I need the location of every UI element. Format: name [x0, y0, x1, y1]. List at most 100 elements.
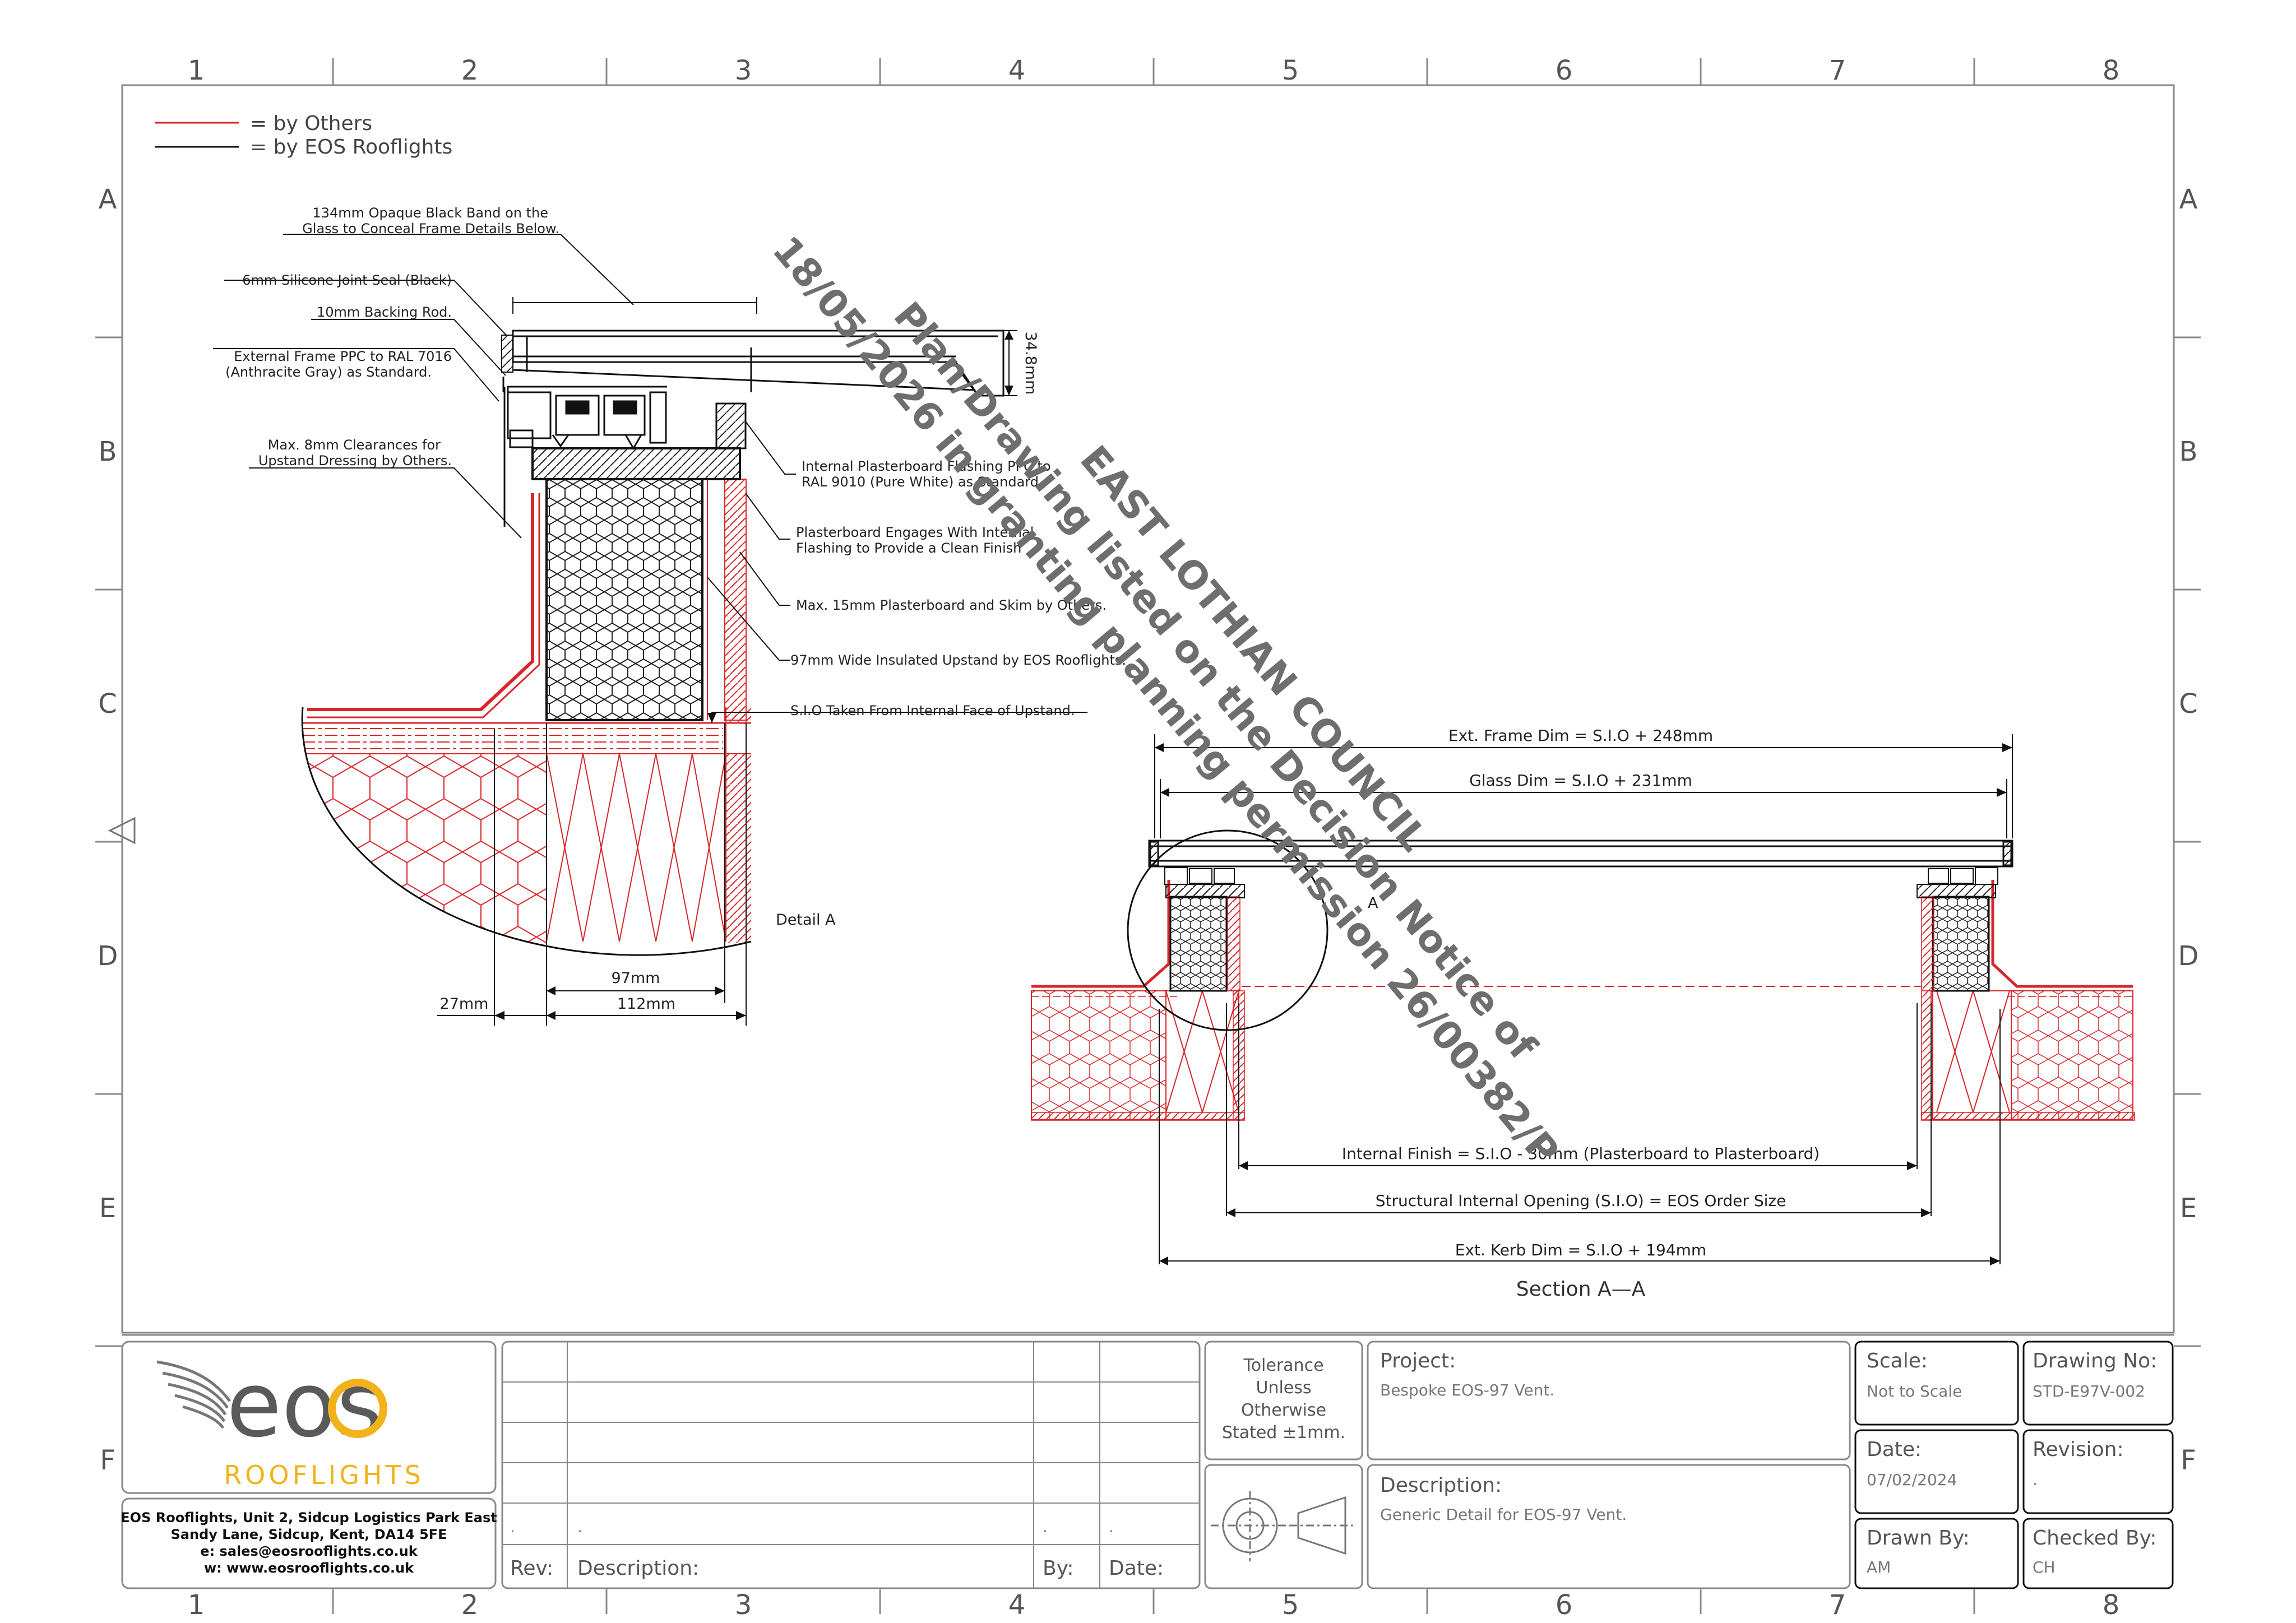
frame-profile [503, 386, 747, 527]
row-marker: A [2179, 184, 2198, 215]
section-frames [1164, 867, 1998, 885]
column-marker: 3 [735, 1589, 752, 1621]
scale-box [1854, 1341, 2019, 1426]
dim-ext-kerb: Ext. Kerb Dim = S.I.O + 194mm [1455, 1241, 1706, 1259]
scale-value: Not to Scale [1867, 1382, 1962, 1401]
description-value: Generic Detail for EOS-97 Vent. [1380, 1505, 1627, 1524]
row-marker: F [2181, 1445, 2196, 1476]
column-marker: 1 [188, 55, 205, 86]
tolerance-box [1204, 1341, 1363, 1460]
revision-value: . [2033, 1471, 2038, 1489]
detail-callout-circle [1127, 829, 1328, 1031]
column-marker: 2 [461, 1589, 479, 1621]
note-sio: S.I.O Taken From Internal Face of Upstan… [790, 703, 1075, 718]
dim-ext-frame: Ext. Frame Dim = S.I.O + 248mm [1448, 726, 1713, 745]
column-marker: 6 [1556, 1589, 1573, 1621]
rev-label: Rev: [510, 1557, 553, 1580]
logo-brand: ROOFLIGHTS [224, 1460, 424, 1490]
column-marker: 8 [2103, 1589, 2120, 1621]
scale-label: Scale: [1867, 1350, 1928, 1372]
dim-sio: Structural Internal Opening (S.I.O) = EO… [1376, 1191, 1786, 1210]
title-block: eos ROOFLIGHTS EOS Rooflights, Unit 2, S… [121, 1341, 2174, 1589]
date-label: Date: [1867, 1438, 1922, 1461]
column-marker: 3 [735, 55, 752, 86]
dim-112mm: 112mm [617, 995, 675, 1013]
address-email[interactable]: e: sales@eosrooflights.co.uk [200, 1543, 418, 1559]
rev-row-dot: . [510, 1518, 515, 1536]
column-marker: 5 [1282, 55, 1299, 86]
column-marker: 4 [1008, 55, 1026, 86]
detail-a-label: Detail A [776, 911, 836, 929]
plasterboard [724, 479, 747, 721]
rev-row-dot: . [1109, 1518, 1114, 1536]
section-membrane-right [1991, 880, 2133, 988]
row-marker: C [2179, 688, 2198, 720]
drawing-no-label: Drawing No: [2033, 1350, 2157, 1372]
detail-a: 34.8mm 97mm 112mm 27mm Detail A [213, 205, 1126, 1026]
logo-box [121, 1341, 497, 1494]
section-a-a: A Ext. Frame Dim = S.I.O + 248mm Glass D… [1031, 726, 2135, 1301]
checked-label: Checked By: [2033, 1527, 2156, 1550]
section-upstand-right [1932, 896, 1990, 992]
rev-by-label: By: [1043, 1557, 1074, 1580]
legend: = by Others = by EOS Rooflights [155, 112, 452, 159]
date-box [1854, 1429, 2019, 1514]
row-marker: A [99, 184, 117, 215]
dim-internal-finish: Internal Finish = S.I.O - 30mm (Plasterb… [1342, 1144, 1820, 1163]
roof-substrate [303, 707, 751, 944]
roof-slab-right [1921, 990, 2135, 1121]
legend-by-others: = by Others [250, 112, 372, 135]
row-marker: D [2178, 940, 2199, 972]
drawing-no-value: STD-E97V-002 [2033, 1382, 2145, 1401]
row-marker: B [2179, 436, 2198, 467]
revision-label: Revision: [2033, 1438, 2124, 1461]
rev-description-label: Description: [577, 1557, 699, 1580]
note-insulated-upstand: 97mm Wide Insulated Upstand by EOS Roofl… [790, 652, 1126, 668]
row-marker: D [98, 940, 118, 972]
address-line: EOS Rooflights, Unit 2, Sidcup Logistics… [121, 1510, 497, 1525]
tolerance-line: Tolerance [1243, 1356, 1323, 1375]
section-membrane-left [1031, 880, 1170, 988]
detail-callout-label: A [1368, 894, 1378, 912]
column-marker: 2 [461, 55, 479, 86]
dim-glass-thickness: 34.8mm [1022, 332, 1039, 395]
row-marker: F [100, 1445, 115, 1476]
project-value: Bespoke EOS-97 Vent. [1380, 1381, 1554, 1399]
column-marker: 8 [2103, 55, 2120, 86]
eos-logo: eos ROOFLIGHTS [156, 1352, 424, 1490]
note-backing-rod: 10mm Backing Rod. [317, 304, 452, 320]
third-angle-projection-icon [1211, 1491, 1355, 1561]
roof-slab-left [1031, 990, 1245, 1121]
project-box [1367, 1341, 1851, 1460]
section-glass [1148, 840, 2013, 868]
note-external-frame: External Frame PPC to RAL 7016(Anthracit… [225, 349, 452, 380]
section-upstand-left [1169, 896, 1228, 992]
border-frame [95, 58, 2201, 1614]
silicone-seal [501, 335, 513, 373]
logo-wing-icon [156, 1360, 231, 1429]
description-label: Description: [1380, 1474, 1502, 1497]
rev-row-dot: . [1043, 1518, 1048, 1536]
column-marker: 1 [188, 1589, 205, 1621]
checked-value: CH [2033, 1558, 2056, 1576]
timber-cap [531, 447, 741, 480]
column-marker: 5 [1282, 1589, 1299, 1621]
rev-row-dot: . [577, 1518, 582, 1536]
logo-o-accent [328, 1379, 387, 1438]
row-markers: A B C D E F A B C D E F [98, 184, 2199, 1476]
project-label: Project: [1380, 1350, 1456, 1372]
dim-glass: Glass Dim = S.I.O + 231mm [1469, 771, 1692, 790]
column-markers: 1 2 3 4 5 6 7 8 1 2 3 4 5 6 7 8 [188, 55, 2120, 1621]
column-marker: 7 [1829, 55, 1846, 86]
detail-arc [301, 707, 752, 956]
dim-97mm: 97mm [612, 970, 660, 987]
drawn-value: AM [1867, 1558, 1891, 1576]
row-marker: E [2180, 1193, 2197, 1224]
rev-date-label: Date: [1109, 1557, 1164, 1580]
address-web[interactable]: w: www.eosrooflights.co.uk [204, 1560, 414, 1576]
column-marker: 4 [1008, 1589, 1026, 1621]
detail-dims [437, 723, 747, 1026]
